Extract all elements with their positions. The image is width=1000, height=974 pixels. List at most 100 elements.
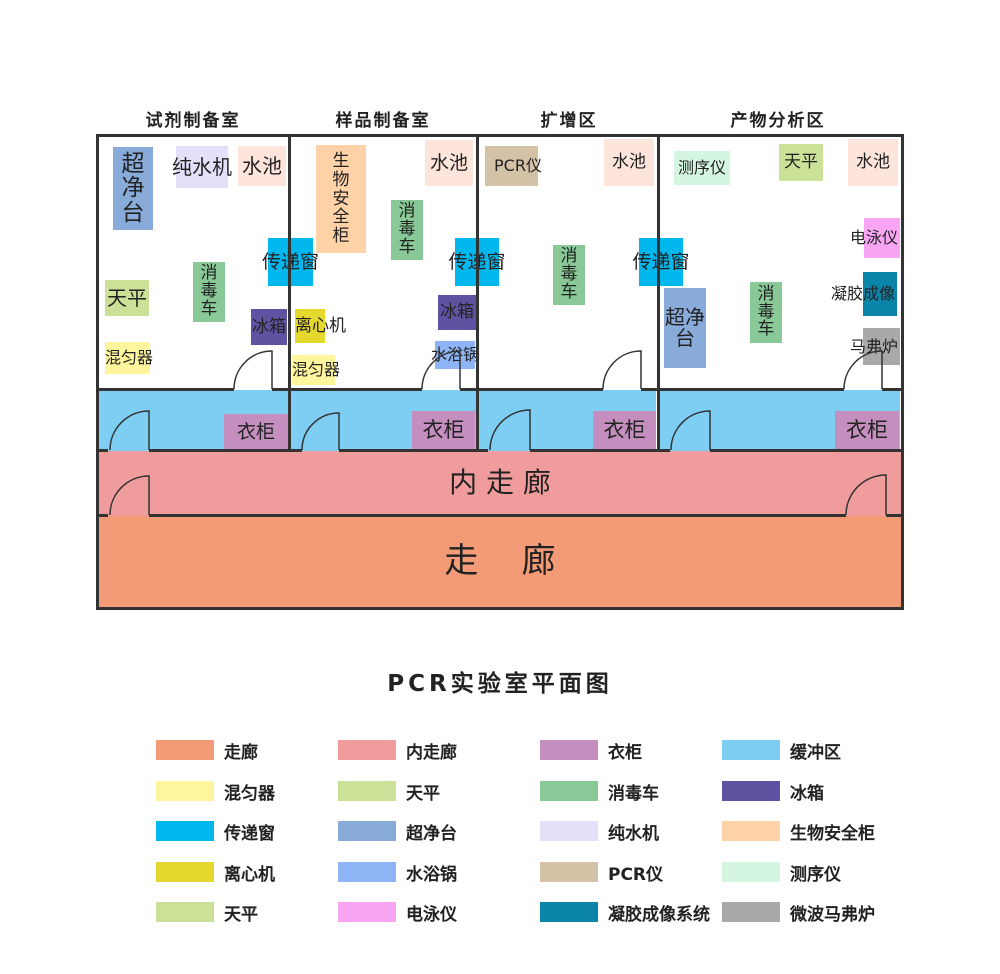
- disinfect-cart-3: 消毒车: [553, 245, 585, 305]
- legend-item: 天平: [338, 780, 440, 804]
- wardrobe-label: 衣柜: [236, 421, 275, 444]
- legend-label: 内走廊: [406, 742, 457, 763]
- legend-label: 传递窗: [224, 823, 275, 844]
- legend-swatch: [540, 862, 598, 882]
- corridor: 走 廊: [98, 516, 902, 608]
- legend-label: 天平: [224, 904, 258, 925]
- legend-swatch: [722, 902, 780, 922]
- legend-item: 微波马弗炉: [722, 901, 875, 925]
- gel-imaging: 凝胶成像: [831, 272, 897, 316]
- legend-label: 纯水机: [608, 823, 659, 844]
- legend-swatch: [156, 902, 214, 922]
- pcr-label: PCR仪: [494, 156, 542, 176]
- fridge-label: 冰箱: [440, 302, 474, 323]
- clean-bench-label: 超净台: [665, 305, 705, 350]
- legend-swatch: [722, 821, 780, 841]
- centrifuge-label: 离心机: [295, 315, 346, 336]
- clean-bench-label: 超净台: [121, 151, 145, 226]
- disinfect-cart-label: 消毒车: [200, 263, 218, 319]
- legend-item: 天平: [156, 901, 258, 925]
- pass-window-3: 传递窗: [633, 238, 690, 286]
- fridge-1: 冰箱: [251, 309, 287, 345]
- legend-item: 测序仪: [722, 861, 841, 885]
- mixer-2: 混匀器: [292, 355, 340, 385]
- inner-corridor: 内 走 廊: [98, 451, 902, 516]
- legend-item: 离心机: [156, 861, 275, 885]
- walls-and-doors: [96, 134, 904, 610]
- legend-label: 凝胶成像系统: [608, 904, 710, 925]
- legend-item: 纯水机: [540, 820, 659, 844]
- wardrobe-1: 衣柜: [224, 414, 288, 451]
- room-title-amplify: 扩增区: [540, 111, 598, 131]
- legend-item: 冰箱: [722, 780, 824, 804]
- wardrobe-label: 衣柜: [603, 418, 646, 443]
- pcr-machine: PCR仪: [485, 146, 542, 186]
- wardrobe-label: 衣柜: [846, 418, 888, 443]
- legend-item: 走廊: [156, 739, 258, 763]
- biosafety-label: 生物安全柜: [332, 151, 350, 247]
- legend-label: 走廊: [224, 742, 258, 763]
- room-title-reagent: 试剂制备室: [145, 111, 241, 131]
- legend-item: 衣柜: [540, 739, 642, 763]
- centrifuge: 离心机: [295, 309, 346, 343]
- legend-swatch: [338, 740, 396, 760]
- legend-swatch: [338, 902, 396, 922]
- room-title-analysis: 产物分析区: [730, 111, 826, 131]
- fridge-2: 冰箱: [438, 295, 476, 330]
- disinfect-cart-label: 消毒车: [398, 201, 416, 257]
- legend-swatch: [722, 740, 780, 760]
- legend-item: 生物安全柜: [722, 820, 875, 844]
- sink-label: 水池: [612, 152, 646, 173]
- sequencer: 测序仪: [674, 151, 730, 185]
- legend-swatch: [156, 821, 214, 841]
- mixer-1: 混匀器: [105, 342, 153, 374]
- legend-label: 离心机: [224, 864, 275, 885]
- balance-label: 天平: [784, 152, 818, 173]
- balance-1: 天平: [105, 280, 149, 316]
- balance-label: 天平: [107, 286, 147, 310]
- legend-swatch: [156, 862, 214, 882]
- sink-3: 水池: [604, 139, 654, 186]
- legend-label: 超净台: [406, 823, 457, 844]
- disinfect-cart-4: 消毒车: [750, 282, 782, 343]
- wardrobe-2: 衣柜: [412, 411, 475, 451]
- legend-swatch: [338, 781, 396, 801]
- pure-water-machine: 纯水机: [172, 146, 232, 188]
- legend-item: 缓冲区: [722, 739, 841, 763]
- balance-2: 天平: [779, 144, 823, 181]
- legend-swatch: [540, 821, 598, 841]
- legend-label: 微波马弗炉: [790, 904, 875, 925]
- pure-water-label: 纯水机: [172, 155, 232, 179]
- legend-item: 内走廊: [338, 739, 457, 763]
- sink-label: 水池: [856, 152, 890, 173]
- legend-swatch: [540, 740, 598, 760]
- wardrobe-3: 衣柜: [593, 411, 656, 451]
- floor-plan: 走 廊 内 走 廊 衣柜 衣柜 衣柜 衣柜 超净台 纯水机 水池 天平 消毒车 …: [96, 134, 904, 610]
- muffle-label: 马弗炉: [849, 336, 898, 356]
- sink-1: 水池: [238, 146, 286, 186]
- biosafety-cabinet: 生物安全柜: [316, 145, 366, 253]
- mixer-label: 混匀器: [292, 360, 341, 380]
- legend-swatch: [156, 740, 214, 760]
- legend-label: 测序仪: [790, 864, 841, 885]
- inner-corridor-label: 内 走 廊: [449, 466, 551, 500]
- sink-label: 水池: [429, 151, 468, 174]
- legend-label: 生物安全柜: [790, 823, 875, 844]
- clean-bench-2: 超净台: [664, 288, 706, 368]
- legend-label: 衣柜: [608, 742, 642, 763]
- legend-item: 电泳仪: [338, 901, 457, 925]
- legend-label: PCR仪: [608, 864, 664, 885]
- diagram-title: PCR实验室平面图: [387, 671, 613, 697]
- electrophoresis-label: 电泳仪: [849, 228, 898, 248]
- legend-swatch: [156, 781, 214, 801]
- gel-imaging-label: 凝胶成像: [830, 284, 895, 304]
- legend-label: 缓冲区: [790, 742, 841, 763]
- legend-label: 电泳仪: [406, 904, 457, 925]
- legend-label: 天平: [406, 783, 440, 804]
- legend-swatch: [540, 902, 598, 922]
- sink-2: 水池: [425, 140, 473, 186]
- water-bath-label: 水浴锅: [431, 345, 480, 365]
- legend-item: 消毒车: [540, 780, 659, 804]
- disinfect-cart-label: 消毒车: [757, 283, 775, 340]
- legend-swatch: [338, 821, 396, 841]
